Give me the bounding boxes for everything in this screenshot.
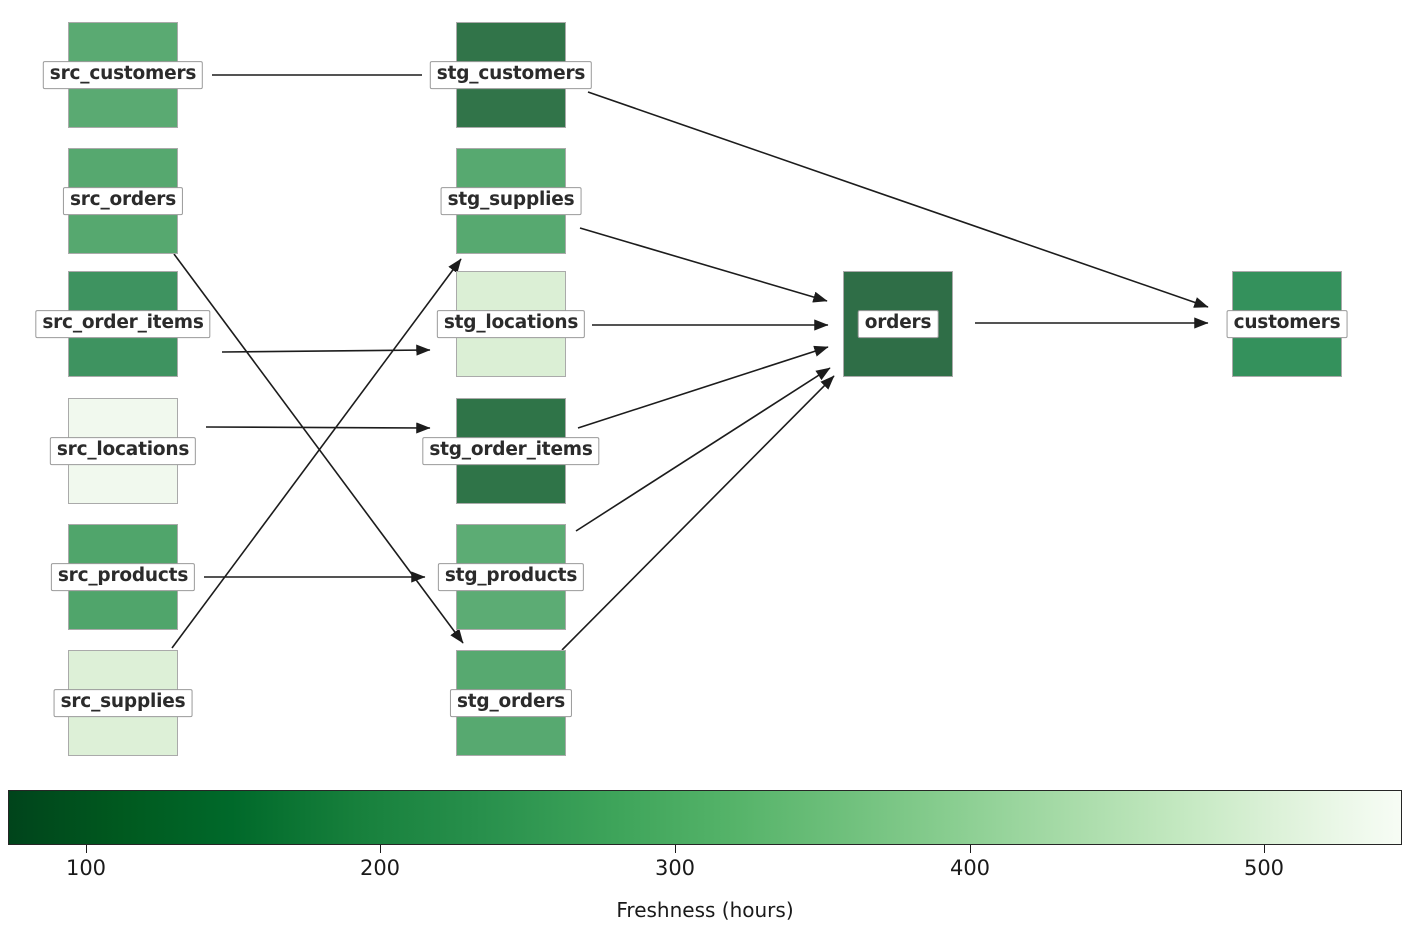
freshness-colorbar[interactable] — [8, 790, 1402, 845]
colorbar-ticklabel-200: 200 — [359, 856, 401, 880]
colorbar-tick-500 — [1264, 845, 1266, 853]
node-label-stg_customers[interactable]: stg_customers — [429, 61, 593, 89]
colorbar-tick-200 — [380, 845, 382, 853]
node-label-src_order_items[interactable]: src_order_items — [35, 310, 211, 338]
colorbar-ticklabel-100: 100 — [65, 856, 107, 880]
colorbar-gradient — [8, 790, 1402, 845]
colorbar-tick-400 — [970, 845, 972, 853]
node-label-orders[interactable]: orders — [857, 310, 939, 338]
node-label-src_supplies[interactable]: src_supplies — [53, 689, 193, 717]
colorbar-tick-300 — [675, 845, 677, 853]
edge-stg_order_items-to-orders — [577, 345, 829, 429]
node-label-customers[interactable]: customers — [1226, 310, 1348, 338]
edge-stg_orders-to-orders — [561, 375, 835, 651]
node-label-src_customers[interactable]: src_customers — [42, 61, 204, 89]
edge-src_locations-to-stg_order_items — [205, 422, 431, 434]
node-label-src_orders[interactable]: src_orders — [62, 187, 184, 215]
colorbar-ticklabel-500: 500 — [1243, 856, 1285, 880]
node-label-stg_locations[interactable]: stg_locations — [436, 310, 586, 338]
node-label-stg_supplies[interactable]: stg_supplies — [440, 187, 582, 215]
node-label-stg_orders[interactable]: stg_orders — [449, 689, 573, 717]
edge-stg_supplies-to-orders — [579, 227, 828, 303]
edge-stg_products-to-orders — [575, 367, 831, 532]
colorbar-ticklabel-400: 400 — [949, 856, 991, 880]
colorbar-ticklabel-300: 300 — [654, 856, 696, 880]
node-label-src_locations[interactable]: src_locations — [49, 437, 197, 465]
edge-src_order_items-to-stg_locations — [221, 344, 431, 356]
edge-src_supplies-to-stg_supplies — [171, 258, 462, 649]
colorbar-axis-label: Freshness (hours) — [616, 898, 794, 922]
node-label-stg_products[interactable]: stg_products — [437, 563, 585, 591]
colorbar-tick-100 — [86, 845, 88, 853]
edge-src_orders-to-stg_orders — [173, 253, 464, 644]
node-label-stg_order_items[interactable]: stg_order_items — [422, 437, 600, 465]
node-label-src_products[interactable]: src_products — [50, 563, 196, 591]
edge-stg_customers-to-customers — [587, 91, 1209, 308]
